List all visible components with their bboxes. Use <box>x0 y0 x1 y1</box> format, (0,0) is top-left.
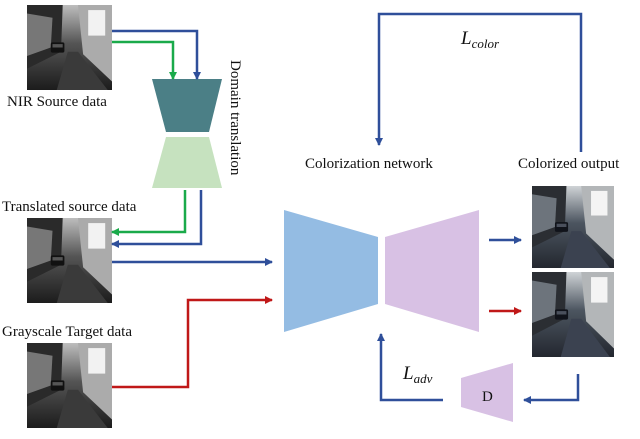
arrow-nir-to-translation-green <box>112 40 177 80</box>
adv-loss-label: Ladv <box>402 363 433 386</box>
domain-translation-label: Domain translation <box>227 60 243 176</box>
arrow-color-loss-loop <box>375 12 583 152</box>
translated-source-label: Translated source data <box>2 199 137 215</box>
color-loss-subscript: color <box>472 36 500 51</box>
grayscale-target-image <box>27 343 112 428</box>
arrow-target-to-colorizer <box>112 296 273 389</box>
colorization-network-label: Colorization network <box>305 156 433 172</box>
arrow-translation-to-translated-blue <box>111 190 203 248</box>
nir-source-label: NIR Source data <box>7 94 107 110</box>
colorized-output-image-2 <box>532 272 614 357</box>
colorized-output-label: Colorized output <box>518 156 620 172</box>
arrow-output-to-discriminator <box>523 374 580 404</box>
arrow-adversarial-loss <box>377 333 443 402</box>
arrow-nir-to-translation-blue <box>112 29 201 80</box>
colorization-encoder <box>284 210 378 332</box>
grayscale-target-label: Grayscale Target data <box>2 324 132 340</box>
colorized-output-image-1 <box>532 186 614 268</box>
discriminator-label: D <box>482 389 493 405</box>
adv-loss-subscript: adv <box>414 371 433 386</box>
domain-translation-encoder <box>152 79 222 132</box>
color-loss-main: L <box>460 28 472 49</box>
arrow-translation-to-translated-green <box>111 190 187 236</box>
color-loss-label: Lcolor <box>460 28 500 51</box>
nir-source-image <box>27 5 112 90</box>
colorization-decoder <box>385 210 479 332</box>
translated-source-image <box>27 218 112 303</box>
domain-translation-decoder <box>152 137 222 188</box>
adv-loss-main: L <box>402 363 414 384</box>
discriminator-block <box>461 363 513 422</box>
